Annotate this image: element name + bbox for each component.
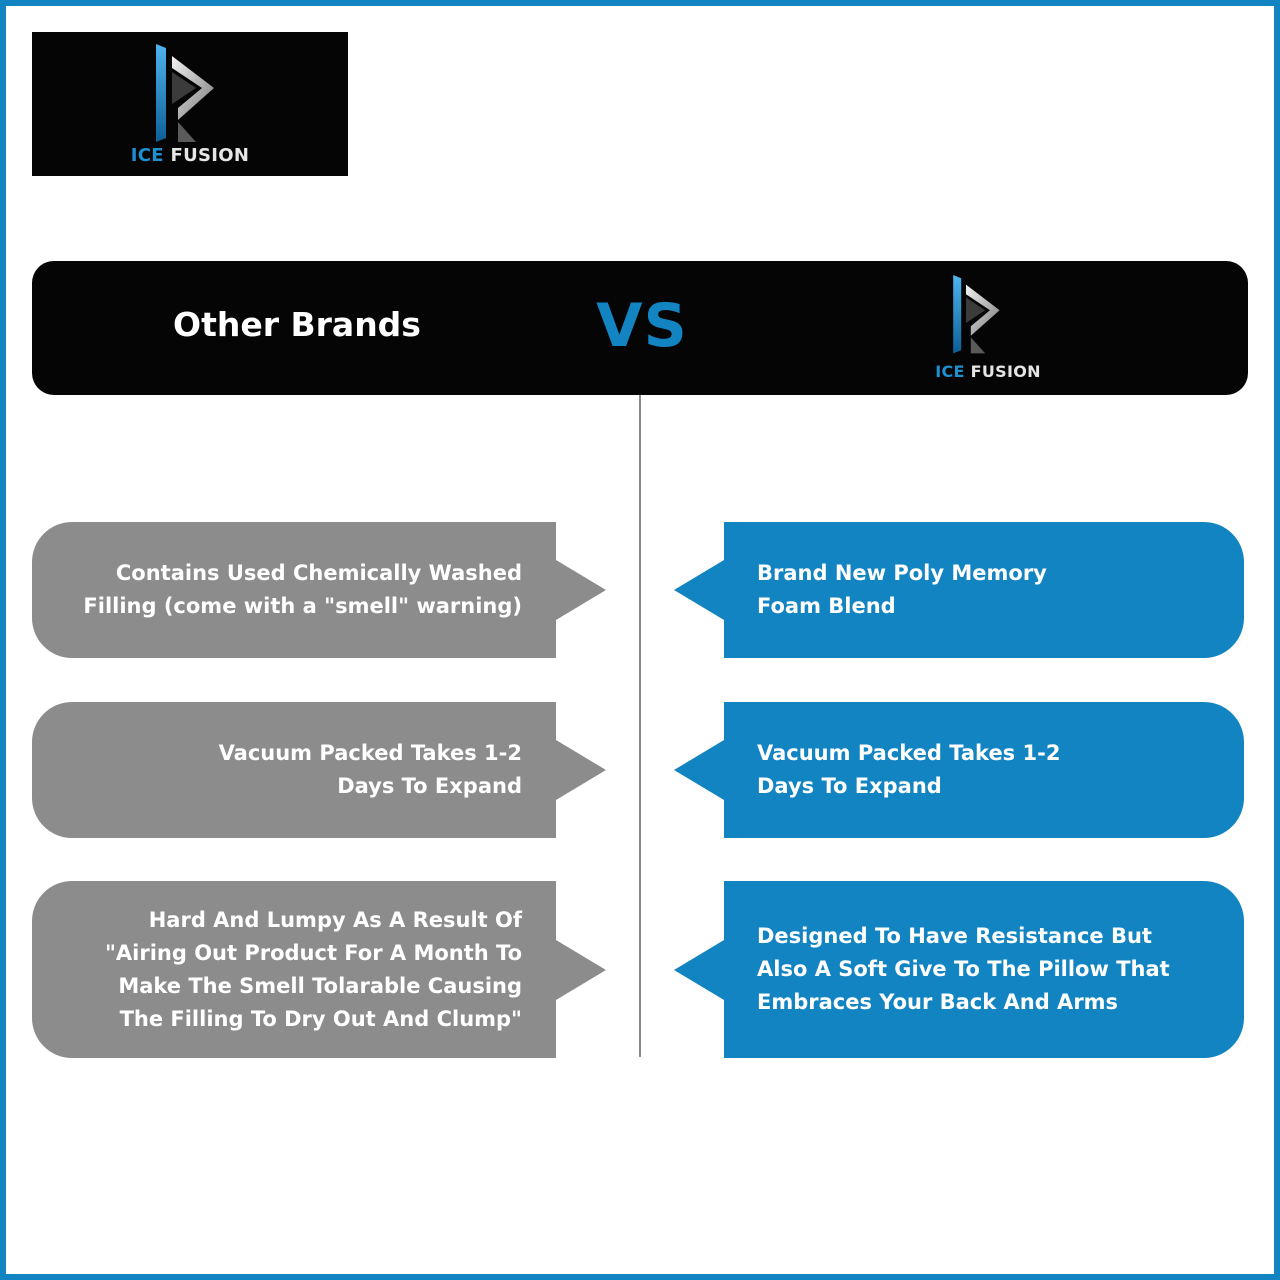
point-text-line: Days To Expand bbox=[337, 774, 522, 798]
point-text-line: Foam Blend bbox=[757, 594, 896, 618]
header-logo-wordmark: ICE FUSION bbox=[912, 362, 1064, 381]
logo-word-fusion: FUSION bbox=[970, 362, 1041, 381]
logo-word-fusion: FUSION bbox=[170, 145, 250, 166]
point-text-line: The Filling To Dry Out And Clump" bbox=[119, 1006, 522, 1031]
ice-fusion-monogram-icon bbox=[156, 44, 214, 142]
point-text-line: Brand New Poly Memory bbox=[757, 561, 1047, 585]
other-brands-title: Other Brands bbox=[173, 305, 421, 344]
ice-fusion-point-3: Designed To Have Resistance But Also A S… bbox=[724, 881, 1244, 1058]
vs-label: VS bbox=[596, 291, 688, 361]
point-text-line: Hard And Lumpy As A Result Of bbox=[148, 907, 522, 932]
other-brand-point-1: Contains Used Chemically Washed Filling … bbox=[32, 522, 556, 658]
ice-fusion-point-2: Vacuum Packed Takes 1-2 Days To Expand bbox=[724, 702, 1244, 838]
point-text-line: Designed To Have Resistance But bbox=[757, 924, 1152, 948]
other-brand-point-3: Hard And Lumpy As A Result Of "Airing Ou… bbox=[32, 881, 556, 1058]
ice-fusion-monogram-icon bbox=[953, 275, 1000, 354]
other-brand-point-2: Vacuum Packed Takes 1-2 Days To Expand bbox=[32, 702, 556, 838]
point-text-line: Days To Expand bbox=[757, 774, 942, 798]
point-text-line: Contains Used Chemically Washed bbox=[115, 561, 522, 585]
point-text-line: Filling (come with a "smell" warning) bbox=[83, 594, 522, 618]
point-text-line: Vacuum Packed Takes 1-2 bbox=[218, 741, 522, 765]
point-text-line: Make The Smell Tolarable Causing bbox=[118, 973, 522, 998]
ice-fusion-point-1: Brand New Poly Memory Foam Blend bbox=[724, 522, 1244, 658]
logo-wordmark: ICE FUSION bbox=[32, 145, 348, 166]
logo-word-ice: ICE bbox=[130, 145, 164, 166]
point-text-line: Embraces Your Back And Arms bbox=[757, 990, 1119, 1014]
logo-word-ice: ICE bbox=[935, 362, 965, 381]
center-divider bbox=[639, 395, 641, 1057]
brand-logo: ICE FUSION bbox=[32, 32, 348, 176]
comparison-header: Other Brands VS ICE FUSION bbox=[32, 261, 1248, 395]
point-text-line: Also A Soft Give To The Pillow That bbox=[757, 957, 1170, 981]
point-text-line: Vacuum Packed Takes 1-2 bbox=[757, 741, 1061, 765]
point-text-line: "Airing Out Product For A Month To bbox=[104, 940, 522, 965]
